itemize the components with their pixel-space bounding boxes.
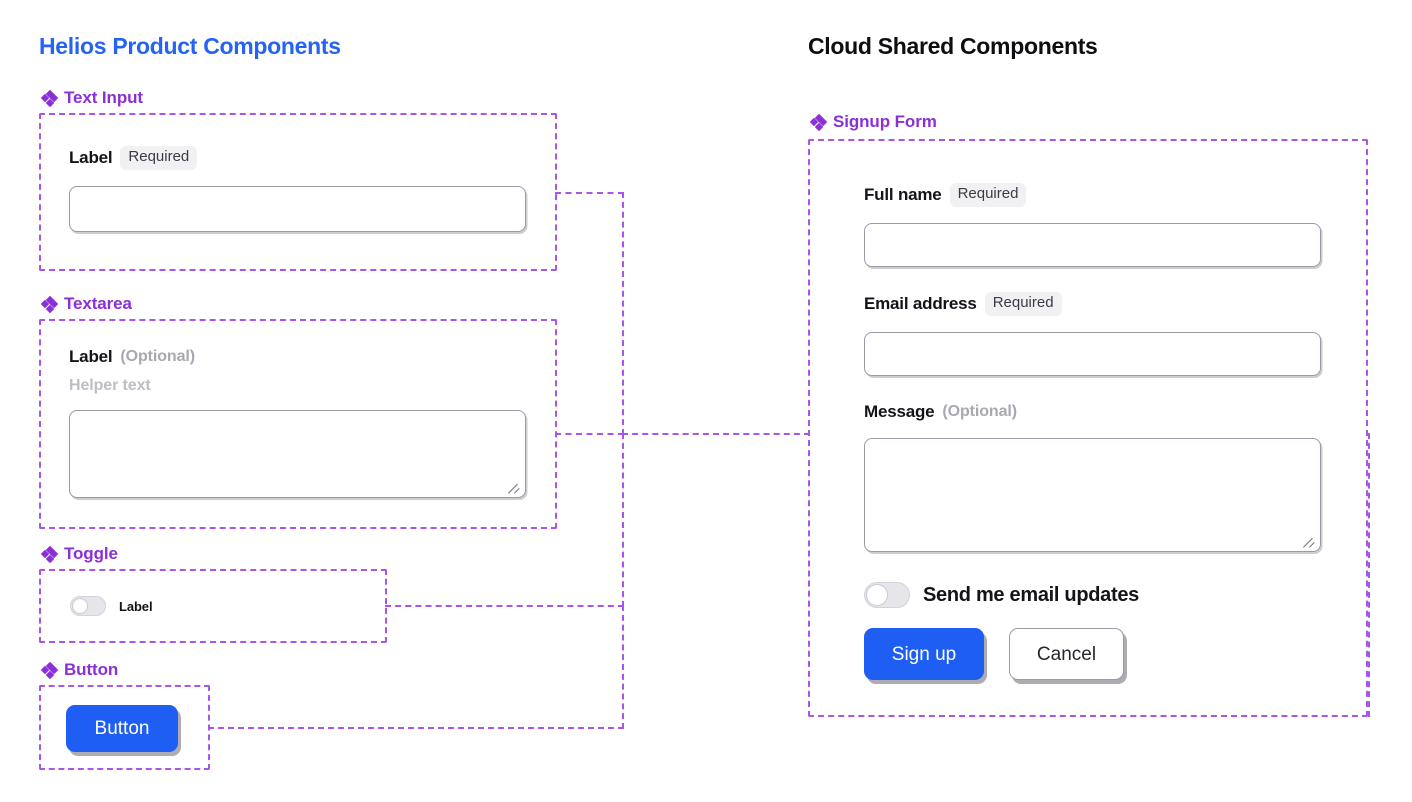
section-label: Button: [64, 660, 119, 679]
full-name-input[interactable]: [864, 222, 1321, 267]
connector-textarea-h1: [555, 433, 624, 435]
message-textarea[interactable]: [864, 438, 1321, 552]
field-label: Email address: [864, 293, 977, 313]
field-label: Label: [69, 347, 113, 366]
email-updates-toggle-row[interactable]: Send me email updates: [864, 582, 1139, 608]
field-label-row: Message (Optional): [864, 402, 1321, 422]
email-updates-toggle-label: Send me email updates: [923, 583, 1139, 606]
connector-trunk-to-form: [622, 433, 810, 435]
cluster-diamond-icon: [40, 295, 59, 313]
required-badge: Required: [120, 146, 198, 170]
connector-button-v: [622, 605, 624, 729]
cluster-diamond-icon: [40, 545, 59, 563]
email-address-input[interactable]: [864, 331, 1321, 376]
cluster-diamond-icon: [809, 113, 828, 131]
field-label-row: Full name Required: [864, 183, 1321, 207]
section-label: Signup Form: [833, 112, 937, 131]
field-label-row: Label Required: [69, 146, 526, 170]
required-badge: Required: [984, 292, 1062, 316]
cluster-diamond-icon: [40, 661, 59, 679]
section-heading-button: Button: [40, 660, 119, 680]
connector-button-h1: [208, 727, 624, 729]
cluster-diamond-icon: [40, 89, 59, 107]
connector-toggle-v: [622, 433, 624, 607]
connector-form-inlet-v: [1368, 433, 1370, 717]
section-label: Textarea: [64, 294, 132, 313]
toggle-knob: [866, 584, 888, 606]
email-updates-toggle-switch[interactable]: [864, 582, 910, 608]
page-title-left: Helios Product Components: [39, 33, 341, 59]
component-frame-button: Button: [39, 685, 210, 770]
field-label-row: Email address Required: [864, 292, 1321, 316]
textarea-field[interactable]: [69, 410, 526, 498]
component-frame-toggle: Label: [39, 569, 387, 643]
helper-text: Helper text: [69, 377, 151, 394]
sign-up-button[interactable]: Sign up: [864, 628, 984, 680]
text-input-field[interactable]: [69, 185, 526, 232]
optional-tag: (Optional): [942, 403, 1017, 420]
field-label: Label: [69, 147, 113, 167]
section-heading-textarea: Textarea: [40, 294, 132, 314]
toggle-row[interactable]: Label: [70, 596, 153, 616]
field-label: Full name: [864, 184, 942, 204]
section-heading-text-input: Text Input: [40, 88, 143, 108]
component-frame-textarea: Label (Optional) Helper text: [39, 319, 557, 529]
toggle-switch[interactable]: [70, 596, 106, 616]
section-heading-toggle: Toggle: [40, 544, 118, 564]
toggle-knob: [72, 598, 88, 614]
field-label-row: Label (Optional): [69, 347, 526, 367]
optional-tag: (Optional): [120, 348, 195, 365]
connector-text-input-h1: [555, 192, 624, 194]
connector-toggle-h1: [385, 605, 624, 607]
toggle-label: Label: [119, 598, 153, 614]
section-label: Toggle: [64, 544, 118, 563]
section-heading-signup-form: Signup Form: [809, 112, 937, 132]
page-title-right: Cloud Shared Components: [808, 33, 1098, 59]
cancel-button[interactable]: Cancel: [1009, 628, 1124, 680]
connector-text-input-v: [622, 192, 624, 435]
component-frame-signup-form: Full name Required Email address Require…: [808, 139, 1368, 717]
demo-button[interactable]: Button: [66, 705, 178, 752]
component-frame-text-input: Label Required: [39, 113, 557, 271]
section-label: Text Input: [64, 88, 143, 107]
field-label: Message: [864, 402, 935, 421]
required-badge: Required: [949, 183, 1027, 207]
